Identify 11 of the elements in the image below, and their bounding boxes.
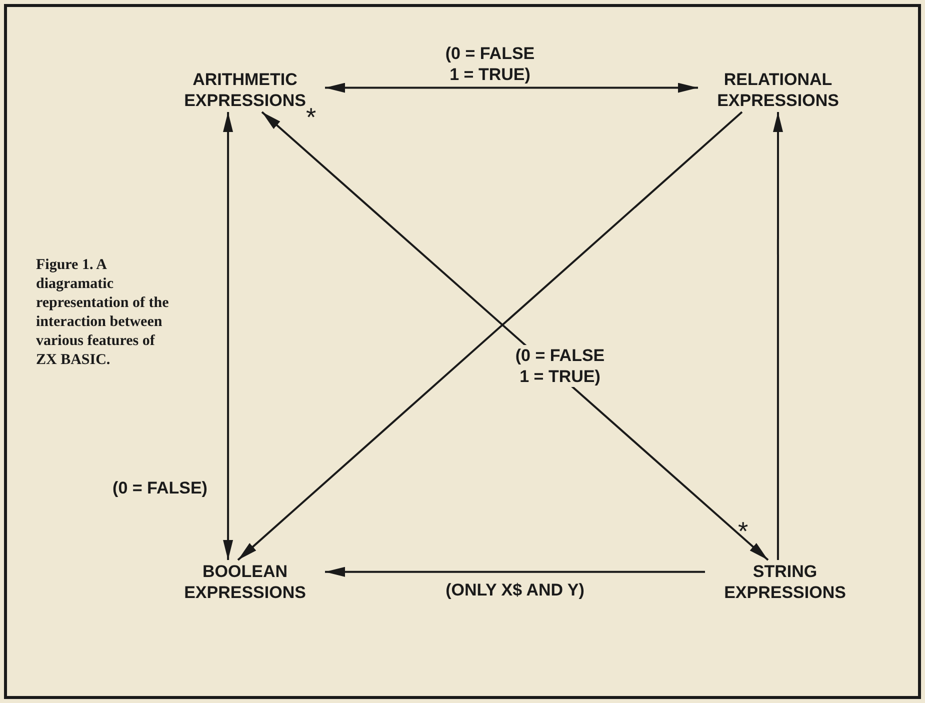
arrow: [325, 566, 705, 577]
arrow: [325, 82, 698, 93]
node-label: ARITHMETIC EXPRESSIONS: [183, 69, 306, 111]
figure-caption: Figure 1. A diagramatic representation of the interaction between various features of ZX BASIC.: [36, 256, 170, 370]
asterisk-note: *: [738, 518, 748, 544]
arrow: [773, 112, 783, 560]
asterisk-note: *: [306, 104, 316, 130]
node-label: RELATIONAL EXPRESSIONS: [716, 69, 840, 111]
arrow: [223, 112, 234, 560]
node-label: BOOLEAN EXPRESSIONS: [183, 561, 307, 603]
node-label: STRING EXPRESSIONS: [723, 561, 847, 603]
